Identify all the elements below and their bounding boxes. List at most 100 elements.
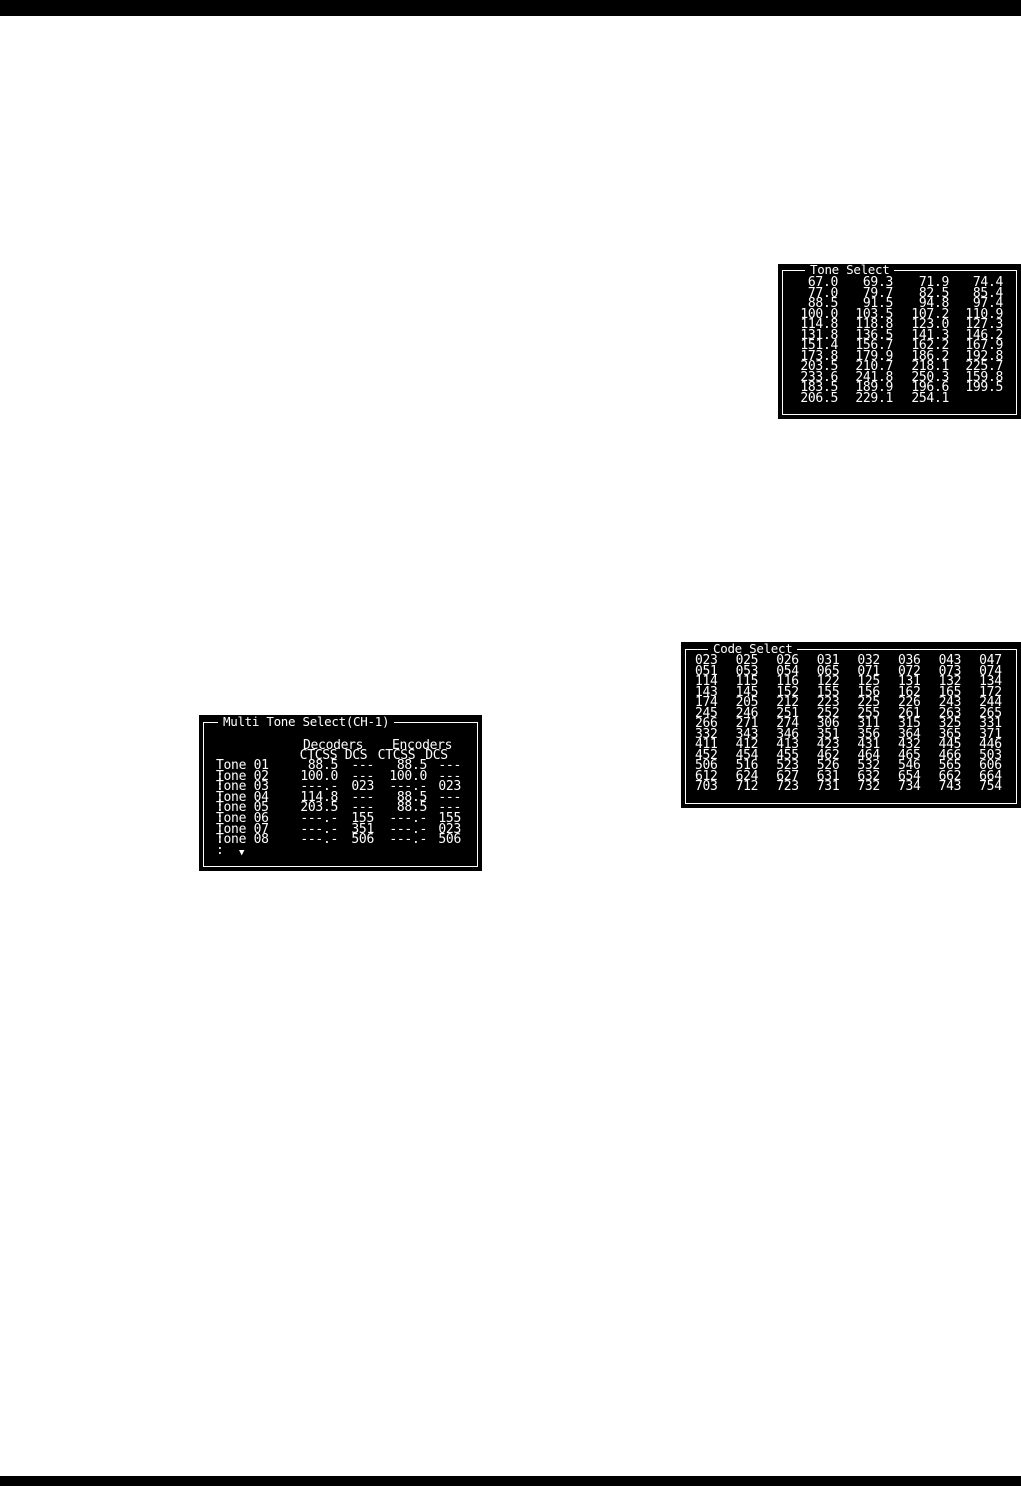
dcs-code-value[interactable]: 125 <box>857 674 880 689</box>
dcs-code-value[interactable]: 225 <box>857 695 880 710</box>
dcs-code-value[interactable]: 245 <box>695 705 718 721</box>
tone-value[interactable]: 203.5 <box>800 359 838 374</box>
dcs-code-value[interactable]: 331 <box>979 716 1002 731</box>
tone-value[interactable]: 189.9 <box>855 380 893 395</box>
dcs-code-value[interactable]: 246 <box>735 705 759 721</box>
encoder-ctcss-value[interactable]: ---.- <box>389 810 427 826</box>
tone-value[interactable]: 107.2 <box>911 306 949 322</box>
decoder-ctcss-value[interactable]: ---.- <box>300 779 338 795</box>
dcs-code-value[interactable]: 053 <box>735 663 759 679</box>
dcs-code-value[interactable]: 165 <box>938 684 962 700</box>
decoder-ctcss-value[interactable]: ---.- <box>300 821 338 837</box>
encoder-dcs-value[interactable]: 155 <box>438 810 461 826</box>
dcs-code-value[interactable]: 131 <box>897 674 921 689</box>
dcs-code-value[interactable]: 462 <box>816 747 840 763</box>
tone-row[interactable]: Tone 01 :88.5---88.5--- <box>216 759 461 783</box>
decoder-ctcss-value[interactable]: 88.5 <box>307 758 338 773</box>
tone-row[interactable]: Tone 03 :---.-023---.-023 <box>216 780 461 804</box>
decoder-dcs-value[interactable]: 351 <box>351 821 374 837</box>
tone-value[interactable]: 173.8 <box>800 348 838 364</box>
dcs-code-value[interactable]: 325 <box>938 716 962 731</box>
dcs-code-value[interactable]: 251 <box>776 705 799 721</box>
dcs-code-value[interactable]: 452 <box>695 747 718 763</box>
tone-value[interactable]: 146.2 <box>965 327 1003 343</box>
tone-value[interactable]: 85.4 <box>972 285 1003 301</box>
tone-value[interactable]: 118.8 <box>855 317 893 332</box>
tone-value[interactable]: 199.5 <box>965 380 1003 395</box>
encoder-ctcss-value[interactable]: 88.5 <box>396 800 427 816</box>
tone-value[interactable]: 241.8 <box>855 369 893 385</box>
tone-value[interactable]: 71.9 <box>918 275 949 290</box>
dcs-code-value[interactable]: 351 <box>816 726 840 742</box>
tone-value[interactable]: 250.3 <box>911 369 949 385</box>
dcs-code-value[interactable]: 464 <box>857 747 880 763</box>
dcs-code-value[interactable]: 364 <box>897 726 921 742</box>
decoder-ctcss-value[interactable]: 100.0 <box>300 768 338 784</box>
tone-value[interactable]: 162.2 <box>911 338 949 353</box>
encoder-dcs-value[interactable]: --- <box>438 758 461 773</box>
encoder-dcs-value[interactable]: --- <box>438 789 461 805</box>
dcs-code-value[interactable]: 115 <box>735 674 759 689</box>
tone-row[interactable]: Tone 08 :---.-506---.-506 <box>216 833 461 857</box>
dcs-code-value[interactable]: 523 <box>776 758 799 773</box>
tone-value[interactable]: 77.0 <box>807 285 838 301</box>
dcs-code-value[interactable]: 074 <box>979 663 1002 679</box>
dcs-code-value[interactable]: 606 <box>979 758 1002 773</box>
dcs-code-value[interactable]: 243 <box>938 695 962 710</box>
encoder-dcs-value[interactable]: 023 <box>438 779 461 795</box>
encoder-dcs-value[interactable]: --- <box>438 768 461 784</box>
dcs-code-value[interactable]: 065 <box>816 663 840 679</box>
dcs-code-value[interactable]: 072 <box>897 663 921 679</box>
dcs-code-value[interactable]: 431 <box>857 737 880 752</box>
dcs-code-value[interactable]: 051 <box>695 663 718 679</box>
dcs-code-value[interactable]: 466 <box>938 747 962 763</box>
decoder-ctcss-value[interactable]: ---.- <box>300 832 338 848</box>
dcs-code-value[interactable]: 306 <box>816 716 840 731</box>
dcs-code-value[interactable]: 122 <box>816 674 840 689</box>
dcs-code-value[interactable]: 311 <box>857 716 880 731</box>
decoder-dcs-value[interactable]: 506 <box>351 832 374 848</box>
encoder-ctcss-value[interactable]: 88.5 <box>396 758 427 773</box>
dcs-code-value[interactable]: 032 <box>857 653 880 668</box>
dcs-code-value[interactable]: 116 <box>776 674 799 689</box>
dcs-code-value[interactable]: 031 <box>816 653 840 668</box>
dcs-code-value[interactable]: 743 <box>938 779 962 794</box>
tone-value[interactable] <box>949 394 1003 405</box>
tone-value[interactable]: 192.8 <box>965 348 1003 364</box>
dcs-code-value[interactable]: 546 <box>897 758 921 773</box>
tone-value[interactable]: 233.6 <box>800 369 838 385</box>
dcs-code-value[interactable]: 054 <box>776 663 799 679</box>
dcs-code-value[interactable]: 156 <box>857 684 880 700</box>
tone-value[interactable]: 159.8 <box>965 369 1003 385</box>
dcs-code-value[interactable]: 454 <box>735 747 759 763</box>
encoder-ctcss-value[interactable]: ---.- <box>389 821 427 837</box>
dcs-code-value[interactable]: 047 <box>979 653 1002 668</box>
tone-value[interactable]: 210.7 <box>855 359 893 374</box>
decoder-dcs-value[interactable]: --- <box>351 800 374 816</box>
dcs-code-value[interactable]: 423 <box>816 737 840 752</box>
decoder-ctcss-value[interactable]: 203.5 <box>300 800 338 816</box>
dcs-code-value[interactable]: 263 <box>938 705 962 721</box>
tone-value[interactable]: 123.0 <box>911 317 949 332</box>
dcs-code-value[interactable]: 446 <box>979 737 1002 752</box>
dcs-code-value[interactable]: 255 <box>857 705 880 721</box>
dcs-code-value[interactable]: 506 <box>695 758 718 773</box>
tone-value[interactable]: 91.5 <box>862 296 893 311</box>
dcs-code-value[interactable]: 526 <box>816 758 840 773</box>
dcs-code-value[interactable]: 244 <box>979 695 1002 710</box>
dcs-code-value[interactable]: 343 <box>735 726 759 742</box>
dcs-code-value[interactable]: 174 <box>695 695 718 710</box>
dcs-code-value[interactable]: 036 <box>897 653 921 668</box>
dcs-code-value[interactable]: 346 <box>776 726 799 742</box>
dcs-code-value[interactable]: 465 <box>897 747 921 763</box>
dcs-code-value[interactable]: 356 <box>857 726 880 742</box>
decoder-dcs-value[interactable]: --- <box>351 789 374 805</box>
dcs-code-value[interactable]: 252 <box>816 705 840 721</box>
dcs-code-value[interactable]: 271 <box>735 716 759 731</box>
dcs-code-value[interactable]: 731 <box>816 779 840 794</box>
decoder-ctcss-value[interactable]: ---.- <box>300 810 338 826</box>
dcs-code-value[interactable]: 712 <box>735 779 759 794</box>
encoder-ctcss-value[interactable]: 88.5 <box>396 789 427 805</box>
tone-value[interactable]: 136.5 <box>855 327 893 343</box>
dcs-code-value[interactable]: 503 <box>979 747 1002 763</box>
